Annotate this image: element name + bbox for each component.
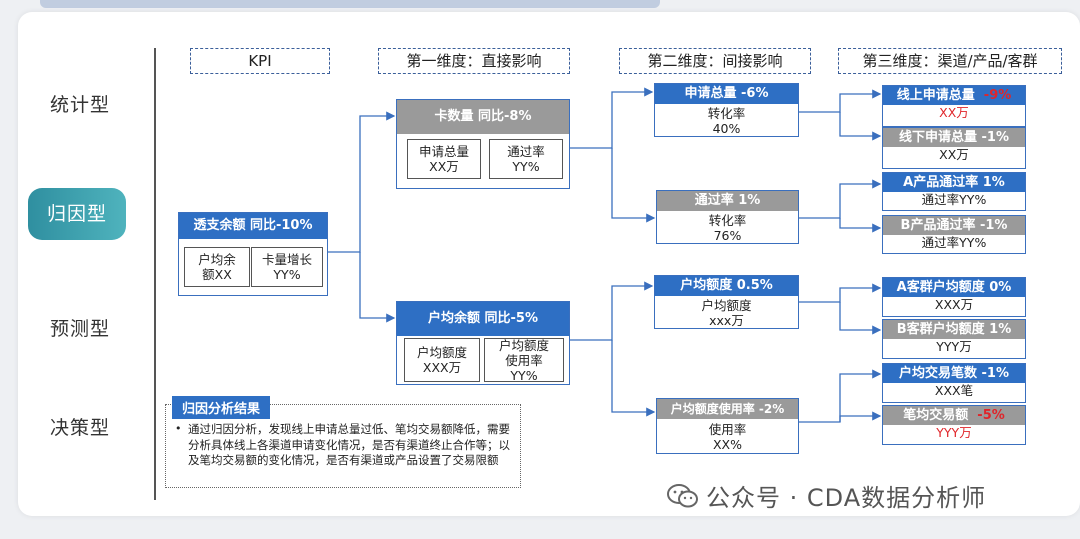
node-custB-limit-title: B客群户均额度 1% xyxy=(883,320,1025,339)
top-strip xyxy=(40,0,660,8)
node-online-apply-change: -9% xyxy=(983,88,1012,103)
node-prodB-pass-title: B产品通过率 -1% xyxy=(883,216,1025,235)
node-apply-total-l2: 40% xyxy=(712,121,741,136)
node-avg-limit[interactable]: 户均额度 0.5% 户均额度 xxx万 xyxy=(654,275,799,329)
header-dim2: 第二维度：间接影响 xyxy=(619,48,811,74)
node-card-count-right-line1: 通过率 xyxy=(507,144,545,159)
node-online-apply[interactable]: 线上申请总量 -9% XX万 xyxy=(882,85,1026,127)
node-prodA-pass[interactable]: A产品通过率 1% 通过率YY% xyxy=(882,172,1026,211)
node-prodB-pass-value: 通过率YY% xyxy=(921,235,987,250)
node-offline-apply-value: XX万 xyxy=(939,147,969,162)
header-dim3: 第三维度：渠道/产品/客群 xyxy=(838,48,1062,74)
node-prodA-pass-value: 通过率YY% xyxy=(921,192,987,207)
node-limit-usage-l1: 使用率 xyxy=(708,422,747,437)
kpi-sub-left: 户均余 额XX xyxy=(184,247,250,287)
node-card-count-right: 通过率 YY% xyxy=(489,139,563,179)
node-online-apply-title-text: 线上申请总量 xyxy=(896,88,975,103)
node-avg-balance-right: 户均额度 使用率 YY% xyxy=(484,337,564,383)
result-text: 通过归因分析，发现线上申请总量过低、笔均交易额降低，需要分析具体线上各渠道申请变… xyxy=(188,422,510,467)
node-offline-apply-title: 线下申请总量 -1% xyxy=(883,128,1025,147)
header-kpi: KPI xyxy=(190,48,330,74)
node-avg-balance-right-line3: YY% xyxy=(510,367,538,383)
node-prodB-pass[interactable]: B产品通过率 -1% 通过率YY% xyxy=(882,215,1026,254)
node-tx-amount-change: -5% xyxy=(977,408,1005,423)
node-avg-balance-left-line2: XXX万 xyxy=(422,360,462,375)
sidebar-item-statistical[interactable]: 统计型 xyxy=(50,94,111,116)
node-limit-usage[interactable]: 户均额度使用率 -2% 使用率 XX% xyxy=(656,398,799,454)
node-card-count-left: 申请总量 XX万 xyxy=(407,139,481,179)
node-pass-rate-l1: 转化率 xyxy=(708,213,747,228)
node-custA-limit-title: A客群户均额度 0% xyxy=(883,278,1025,297)
node-apply-total[interactable]: 申请总量 -6% 转化率 40% xyxy=(654,83,799,137)
node-tx-amount[interactable]: 笔均交易额 -5% YYY万 xyxy=(882,405,1026,445)
node-prodA-pass-title: A产品通过率 1% xyxy=(883,173,1025,192)
node-pass-rate[interactable]: 通过率 1% 转化率 76% xyxy=(656,190,799,244)
node-tx-count-value: XXX笔 xyxy=(934,383,974,398)
node-pass-rate-title: 通过率 1% xyxy=(657,191,798,211)
kpi-sub-right-line1: 卡量增长 xyxy=(261,252,312,267)
node-custB-limit-value: YYY万 xyxy=(936,339,972,354)
watermark: 公众号 · CDA数据分析师 xyxy=(666,478,986,513)
node-tx-count-title: 户均交易笔数 -1% xyxy=(883,364,1025,383)
node-card-count-right-line2: YY% xyxy=(512,159,540,174)
node-card-count-left-line2: XX万 xyxy=(429,159,459,174)
node-custB-limit[interactable]: B客群户均额度 1% YYY万 xyxy=(882,319,1026,359)
node-apply-total-l1: 转化率 xyxy=(707,106,746,121)
kpi-sub-right-line2: YY% xyxy=(273,267,301,282)
node-custA-limit[interactable]: A客群户均额度 0% XXX万 xyxy=(882,277,1026,317)
node-limit-usage-l2: XX% xyxy=(712,437,742,452)
node-tx-amount-title: 笔均交易额 -5% xyxy=(883,406,1025,425)
result-label: 归因分析结果 xyxy=(172,396,271,419)
node-offline-apply[interactable]: 线下申请总量 -1% XX万 xyxy=(882,127,1026,169)
kpi-sub-left-line1: 户均余 xyxy=(198,252,236,267)
sidebar-item-attribution[interactable]: 归因型 xyxy=(28,188,126,240)
node-custA-limit-value: XXX万 xyxy=(934,297,974,312)
node-avg-balance-right-line1: 户均额度 xyxy=(498,337,549,353)
watermark-text: 公众号 · CDA数据分析师 xyxy=(706,484,987,512)
sidebar-item-decision[interactable]: 决策型 xyxy=(50,417,111,439)
node-avg-balance-title: 户均余额 同比-5% xyxy=(397,302,569,336)
wechat-icon xyxy=(667,483,698,507)
kpi-title: 透支余额 同比-10% xyxy=(179,213,327,239)
node-tx-amount-title-text: 笔均交易额 xyxy=(903,408,969,423)
sidebar-divider xyxy=(154,48,156,500)
node-pass-rate-l2: 76% xyxy=(713,228,742,243)
node-tx-amount-value: YYY万 xyxy=(936,425,972,440)
node-avg-balance-left: 户均额度 XXX万 xyxy=(404,338,480,382)
node-tx-count[interactable]: 户均交易笔数 -1% XXX笔 xyxy=(882,363,1026,403)
kpi-sub-left-line2: 额XX xyxy=(202,267,232,282)
kpi-sub-right: 卡量增长 YY% xyxy=(251,247,323,287)
node-avg-limit-title: 户均额度 0.5% xyxy=(655,276,798,296)
node-avg-limit-l2: xxx万 xyxy=(709,313,744,328)
result-bullet: • xyxy=(175,422,182,435)
result-box xyxy=(165,404,521,488)
node-card-count-title: 卡数量 同比-8% xyxy=(397,100,569,134)
node-card-count-left-line1: 申请总量 xyxy=(418,144,469,159)
header-dim1: 第一维度：直接影响 xyxy=(378,48,570,74)
node-avg-balance-left-line1: 户均额度 xyxy=(416,345,467,360)
node-avg-balance-right-line2: 使用率 xyxy=(505,352,543,368)
node-online-apply-value: XX万 xyxy=(939,105,969,120)
node-avg-limit-l1: 户均额度 xyxy=(701,298,752,313)
sidebar-item-predictive[interactable]: 预测型 xyxy=(50,318,111,340)
node-limit-usage-title: 户均额度使用率 -2% xyxy=(657,399,798,419)
node-online-apply-title: 线上申请总量 -9% xyxy=(883,86,1025,105)
node-apply-total-title: 申请总量 -6% xyxy=(655,84,798,104)
